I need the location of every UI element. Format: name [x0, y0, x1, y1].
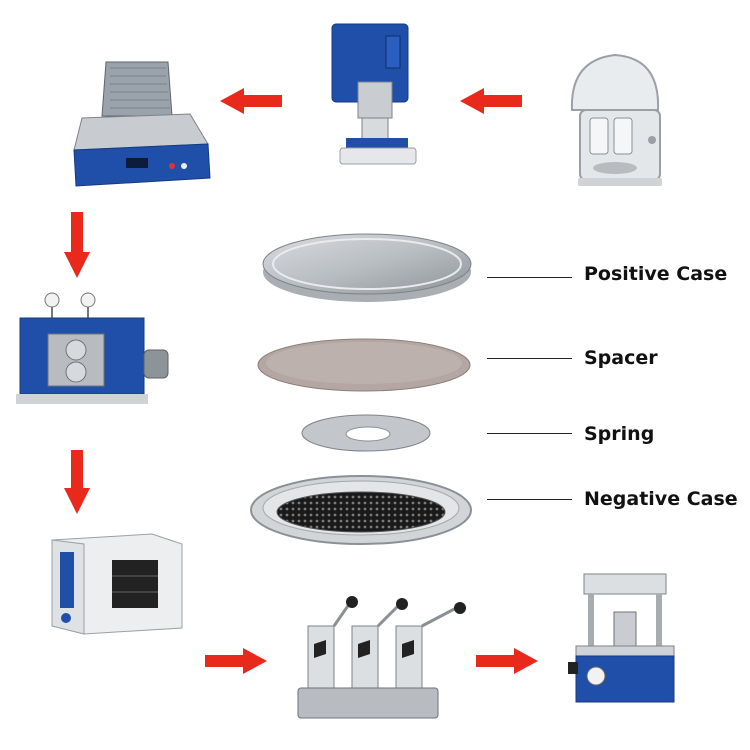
arrow-down-2: [64, 450, 90, 514]
spring-icon: [301, 414, 431, 452]
positive-case-leader: [487, 277, 572, 278]
arrow-right-2: [476, 648, 538, 674]
spacer-leader: [487, 358, 572, 359]
punching-machine-icon: [297, 596, 466, 719]
negative-case-icon: [250, 475, 472, 545]
spring-label: Spring: [584, 423, 655, 445]
negative-case-label: Negative Case: [584, 488, 738, 510]
ball-mill-icon: [570, 53, 662, 186]
positive-case-icon: [262, 233, 472, 302]
roller-press-icon: [16, 292, 169, 404]
crimping-machine-icon: [568, 573, 675, 703]
negative-case-leader: [487, 499, 572, 500]
arrow-left-1: [460, 88, 522, 114]
arrow-right-1: [205, 648, 267, 674]
spacer-label: Spacer: [584, 347, 658, 369]
spring-leader: [487, 433, 572, 434]
arrow-down-1: [64, 212, 90, 278]
spacer-icon: [257, 338, 471, 392]
arrow-left-2: [220, 88, 282, 114]
vacuum-mixer-icon: [331, 23, 417, 165]
positive-case-label: Positive Case: [584, 263, 728, 285]
drying-oven-icon: [51, 533, 183, 635]
coating-machine-icon: [73, 61, 211, 187]
